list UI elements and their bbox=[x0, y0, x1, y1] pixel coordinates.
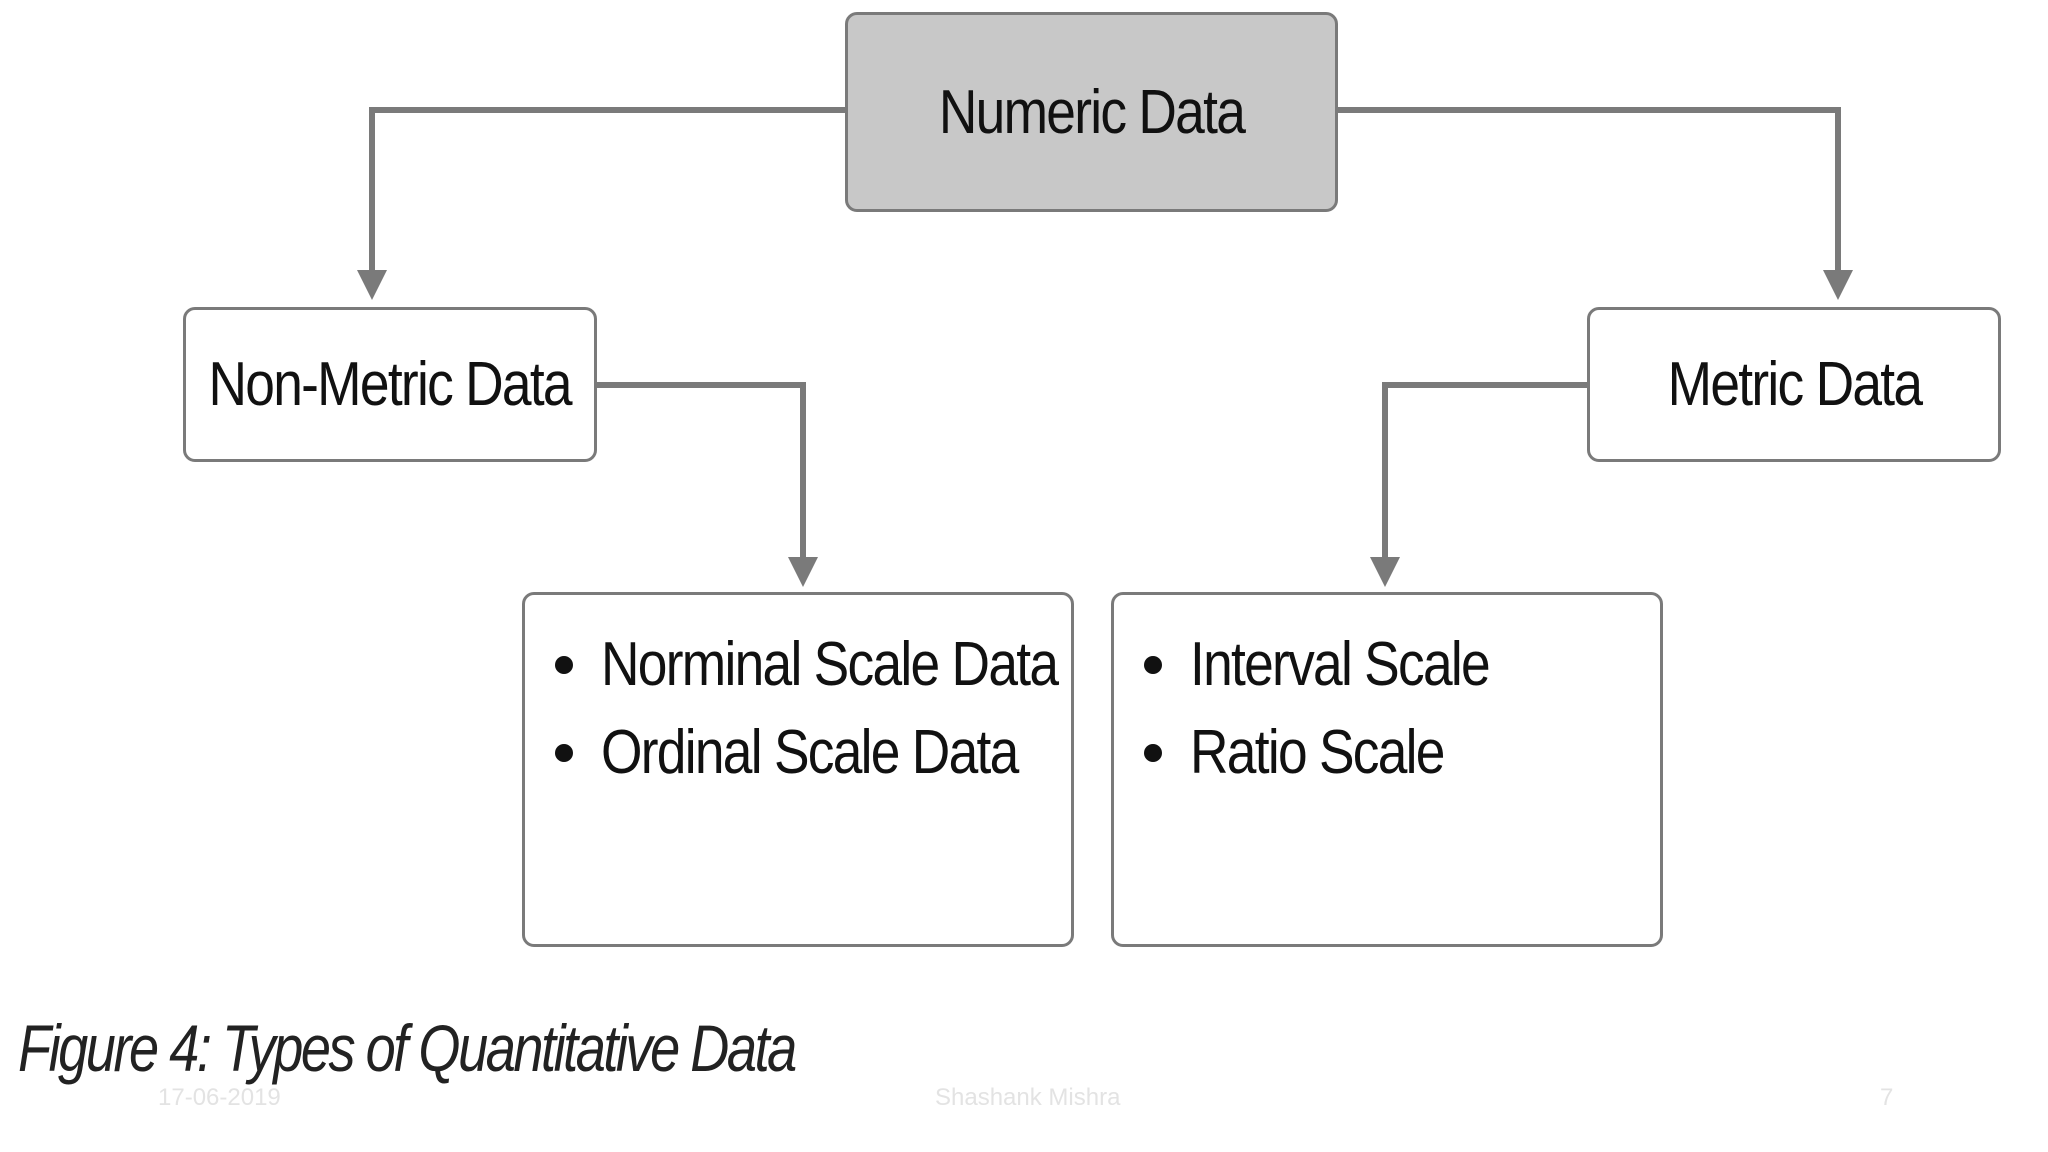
list-item: Ratio Scale bbox=[1144, 709, 1538, 797]
non-metric-type-list: Norminal Scale Data Ordinal Scale Data bbox=[525, 595, 1132, 797]
list-item: Interval Scale bbox=[1144, 621, 1538, 709]
connector-root-to-non-metric bbox=[369, 107, 845, 278]
arrowhead-metric bbox=[1823, 270, 1853, 300]
node-non-metric-label: Non-Metric Data bbox=[208, 350, 573, 419]
list-non-metric-types: Norminal Scale Data Ordinal Scale Data bbox=[522, 592, 1074, 947]
footer-date: 17-06-2019 bbox=[158, 1084, 281, 1111]
bullet-icon bbox=[555, 744, 573, 762]
root-node-numeric-data: Numeric Data bbox=[845, 12, 1338, 212]
arrowhead-non-metric bbox=[357, 270, 387, 300]
list-item: Ordinal Scale Data bbox=[555, 709, 1132, 797]
footer-author: Shashank Mishra bbox=[935, 1084, 1121, 1111]
node-metric-label: Metric Data bbox=[1667, 350, 1922, 419]
root-node-label: Numeric Data bbox=[938, 77, 1246, 147]
bullet-icon bbox=[1144, 656, 1162, 674]
node-metric-data: Metric Data bbox=[1587, 307, 2001, 462]
metric-type-list: Interval Scale Ratio Scale bbox=[1114, 595, 1538, 797]
list-metric-types: Interval Scale Ratio Scale bbox=[1111, 592, 1663, 947]
footer-page-number: 7 bbox=[1880, 1084, 1894, 1111]
figure-caption: Figure 4: Types of Quantitative Data bbox=[18, 1011, 797, 1085]
arrowhead-metric-list bbox=[1370, 557, 1400, 587]
list-item: Norminal Scale Data bbox=[555, 621, 1132, 709]
connector-root-to-metric bbox=[1338, 107, 1841, 278]
node-non-metric-data: Non-Metric Data bbox=[183, 307, 597, 462]
connector-metric-to-list bbox=[1382, 382, 1587, 565]
bullet-icon bbox=[555, 656, 573, 674]
arrowhead-non-metric-list bbox=[788, 557, 818, 587]
bullet-icon bbox=[1144, 744, 1162, 762]
connector-non-metric-to-list bbox=[597, 382, 806, 565]
